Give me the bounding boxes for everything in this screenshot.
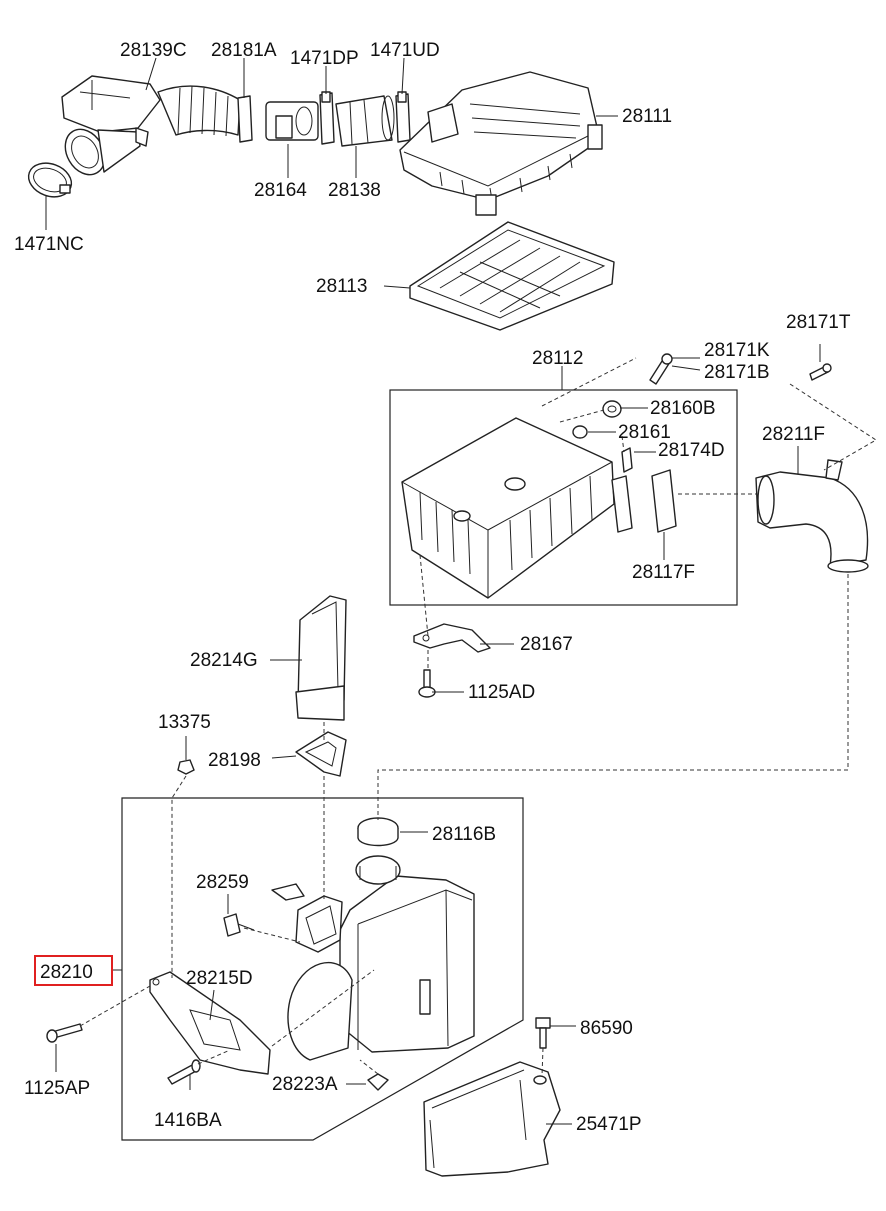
label-86590[interactable]: 86590 xyxy=(580,1018,633,1039)
label-28174d[interactable]: 28174D xyxy=(658,440,725,461)
bellows-hose-28181a[interactable] xyxy=(157,85,253,143)
label-1471nc[interactable]: 1471NC xyxy=(14,234,84,255)
label-28111[interactable]: 28111 xyxy=(622,106,672,127)
air-cleaner-cover-28111[interactable] xyxy=(399,71,603,216)
label-28139c[interactable]: 28139C xyxy=(120,40,187,61)
bushing-28161[interactable] xyxy=(572,425,588,439)
bracket-28167[interactable] xyxy=(413,623,491,653)
bracket-28215d[interactable] xyxy=(149,971,271,1075)
air-cleaner-body-28112[interactable] xyxy=(401,417,615,599)
resonator-group-box xyxy=(121,797,524,1141)
label-28198[interactable]: 28198 xyxy=(208,750,261,771)
label-28171k[interactable]: 28171K xyxy=(704,340,770,361)
intake-duct-28214g[interactable] xyxy=(295,595,347,721)
label-28211f[interactable]: 28211F xyxy=(762,424,825,445)
cap-28116b[interactable] xyxy=(357,817,399,847)
air-flow-sensor-28164[interactable] xyxy=(265,101,319,141)
label-13375[interactable]: 13375 xyxy=(158,712,211,733)
filter-element-28113[interactable] xyxy=(409,221,615,331)
label-1471dp[interactable]: 1471DP xyxy=(290,48,359,69)
resonator-28210[interactable] xyxy=(287,855,475,1061)
label-28171b[interactable]: 28171B xyxy=(704,362,770,383)
label-28214g[interactable]: 28214G xyxy=(190,650,258,671)
intake-hose-28139c[interactable] xyxy=(57,75,161,182)
air-duct-28211f[interactable] xyxy=(755,459,869,573)
bolt-1125ap[interactable] xyxy=(46,1023,83,1043)
highlight-box xyxy=(34,955,113,986)
hose-28138[interactable] xyxy=(335,95,395,147)
seal-28117f[interactable] xyxy=(611,469,677,533)
label-28161[interactable]: 28161 xyxy=(618,422,671,443)
clip-28174d[interactable] xyxy=(621,447,633,473)
label-28215d[interactable]: 28215D xyxy=(186,968,253,989)
clamp-1471ud[interactable] xyxy=(395,91,411,143)
label-28160b[interactable]: 28160B xyxy=(650,398,716,419)
clamp-1471dp[interactable] xyxy=(319,91,335,145)
label-25471p[interactable]: 25471P xyxy=(576,1114,642,1135)
label-28210[interactable]: 28210 xyxy=(40,962,93,983)
bolt-28171k[interactable] xyxy=(649,353,673,385)
label-28117f[interactable]: 28117F xyxy=(632,562,695,583)
label-28223a[interactable]: 28223A xyxy=(272,1074,338,1095)
pin-1416ba[interactable] xyxy=(167,1059,201,1085)
label-28167[interactable]: 28167 xyxy=(520,634,573,655)
label-28164[interactable]: 28164 xyxy=(254,180,307,201)
label-1125ad[interactable]: 1125AD xyxy=(468,682,535,703)
label-28171t[interactable]: 28171T xyxy=(786,312,851,333)
label-28138[interactable]: 28138 xyxy=(328,180,381,201)
cover-25471p[interactable] xyxy=(423,1061,561,1177)
label-28181a[interactable]: 28181A xyxy=(211,40,277,61)
air-cleaner-body-group-box xyxy=(389,389,738,606)
label-28113[interactable]: 28113 xyxy=(316,276,367,297)
label-28259[interactable]: 28259 xyxy=(196,872,249,893)
label-1125ap[interactable]: 1125AP xyxy=(24,1078,90,1099)
nut-13375[interactable] xyxy=(177,759,195,775)
bolt-28171t[interactable] xyxy=(809,363,832,381)
clip-28259[interactable] xyxy=(223,883,305,937)
label-28116b[interactable]: 28116B xyxy=(432,824,496,845)
hose-clamp-1471nc[interactable] xyxy=(24,157,76,202)
bolt-1125ad[interactable] xyxy=(418,669,436,698)
label-1471ud[interactable]: 1471UD xyxy=(370,40,440,61)
clip-28223a[interactable] xyxy=(367,1073,389,1091)
bolt-86590[interactable] xyxy=(535,1017,551,1049)
seal-28198[interactable] xyxy=(295,731,347,777)
label-28112[interactable]: 28112 xyxy=(532,348,583,369)
grommet-28160b[interactable] xyxy=(602,400,622,418)
label-1416ba[interactable]: 1416BA xyxy=(154,1110,222,1131)
